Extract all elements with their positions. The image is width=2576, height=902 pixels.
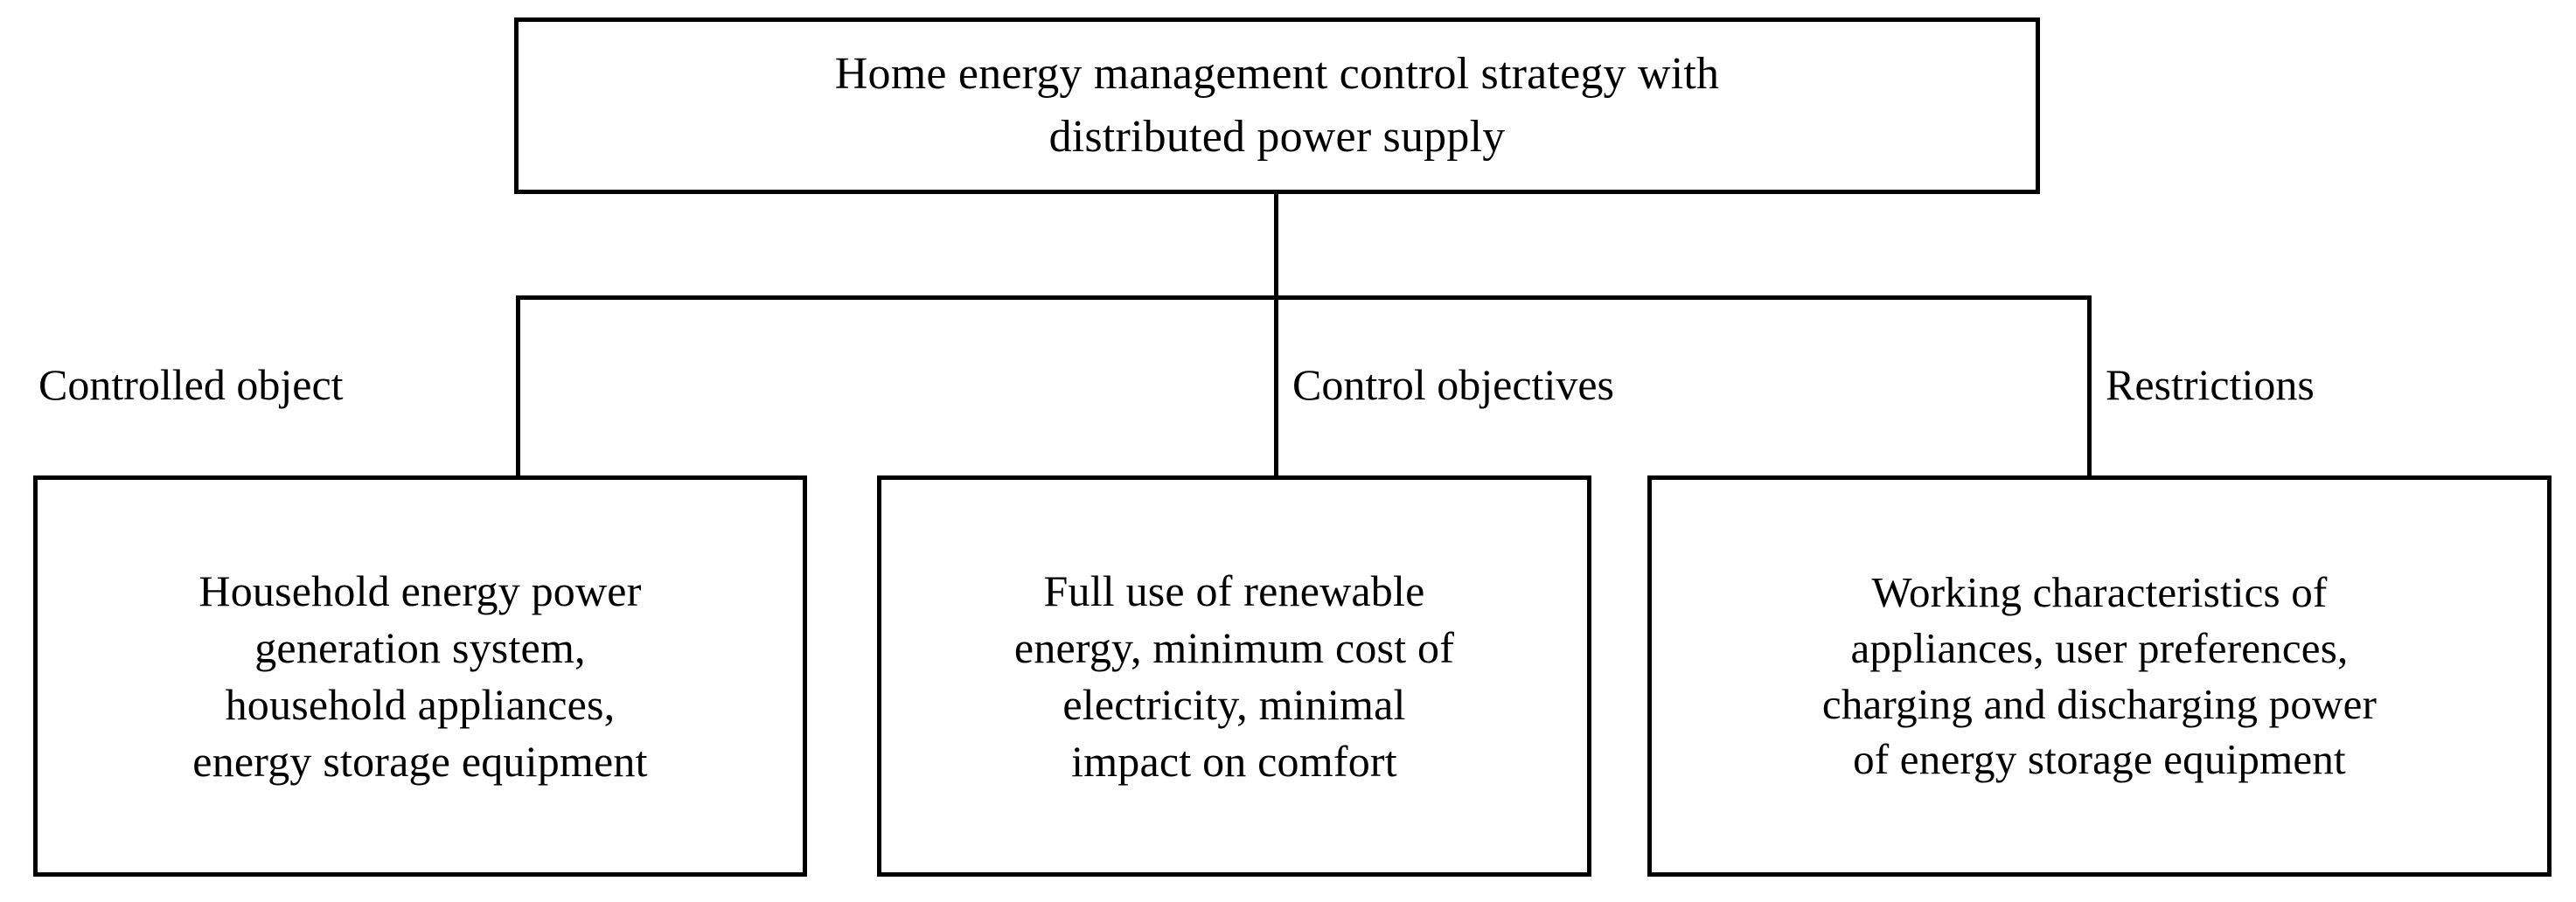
branch-label-restrictions: Restrictions bbox=[2106, 360, 2315, 409]
leaf-node-box-restrictions: Working characteristics of appliances, u… bbox=[1647, 475, 2552, 877]
connector-horizontal-bus bbox=[516, 295, 2092, 300]
connector-bus-to-right-branch bbox=[2087, 295, 2092, 477]
branch-label-control-objectives: Control objectives bbox=[1292, 360, 1614, 409]
branch-label-controlled-object: Controlled object bbox=[38, 360, 344, 409]
leaf-node-box-controlled-object: Household energy power generation system… bbox=[33, 475, 807, 877]
connector-bus-to-left-branch bbox=[516, 295, 520, 477]
leaf-node-label-control-objectives: Full use of renewable energy, minimum co… bbox=[1013, 565, 1455, 786]
root-node-label: Home energy management control strategy … bbox=[834, 49, 1720, 162]
root-node-box: Home energy management control strategy … bbox=[514, 17, 2040, 194]
leaf-node-label-controlled-object: Household energy power generation system… bbox=[192, 565, 648, 786]
leaf-node-box-control-objectives: Full use of renewable energy, minimum co… bbox=[877, 475, 1591, 877]
connector-root-to-center-branch bbox=[1274, 192, 1278, 477]
leaf-node-label-restrictions: Working characteristics of appliances, u… bbox=[1821, 568, 2378, 784]
